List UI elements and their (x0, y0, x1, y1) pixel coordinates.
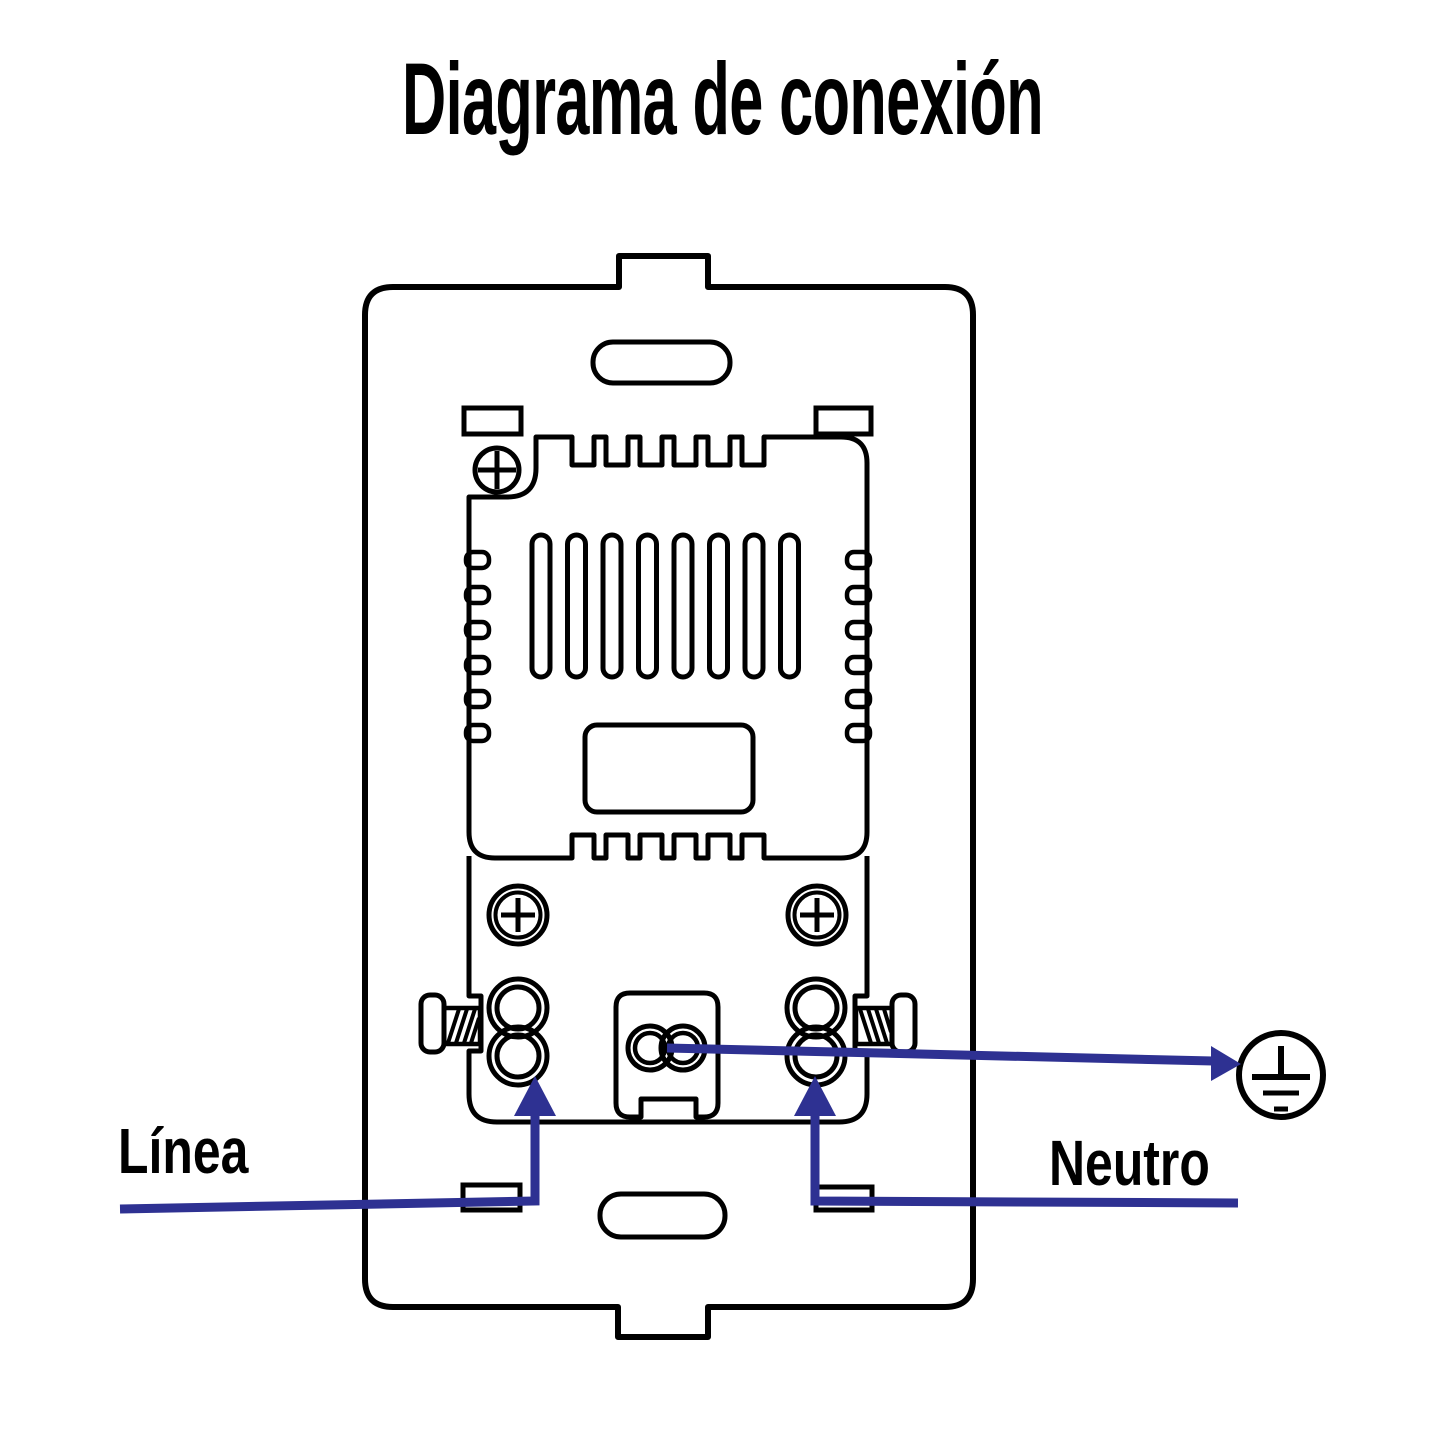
terminal-block-outline (466, 856, 870, 1125)
bottom-oval-slot (597, 1191, 728, 1240)
socket-outline (613, 990, 721, 1120)
side-notches (463, 549, 873, 744)
neutral-arrow-icon (794, 1076, 836, 1116)
side-screw-left-icon (418, 992, 483, 1055)
phillips-screw-left-icon (486, 883, 550, 947)
phillips-screw-right-icon (785, 883, 849, 947)
top-oval-slot (590, 339, 733, 386)
rating-label-plate (582, 722, 756, 815)
neutral-wire-label: Neutro (1049, 1127, 1210, 1199)
wall-plate-outline (362, 253, 976, 1340)
line-arrow-icon (514, 1076, 556, 1116)
ground-arrow-icon (1211, 1046, 1241, 1081)
phillips-screw-top-left-icon (472, 445, 522, 495)
neutral-wire (810, 1112, 1239, 1208)
ground-wire (666, 1043, 1214, 1066)
power-socket (613, 990, 721, 1120)
terminal-left (486, 976, 550, 1088)
line-wire-label: Línea (118, 1115, 249, 1187)
ground-symbol-icon (1236, 1030, 1326, 1120)
terminal-right (784, 976, 848, 1088)
top-left-mount-slot (461, 405, 524, 437)
side-screw-right-icon (853, 992, 918, 1055)
wall-plate (362, 253, 976, 1340)
module-body-outline (466, 434, 870, 861)
top-right-mount-slot (813, 405, 874, 437)
page-title: Diagrama de conexión (401, 42, 1044, 156)
device-module (418, 434, 918, 1125)
line-wire (119, 1112, 540, 1214)
vent-slots (529, 532, 801, 680)
wiring (119, 1043, 1241, 1214)
